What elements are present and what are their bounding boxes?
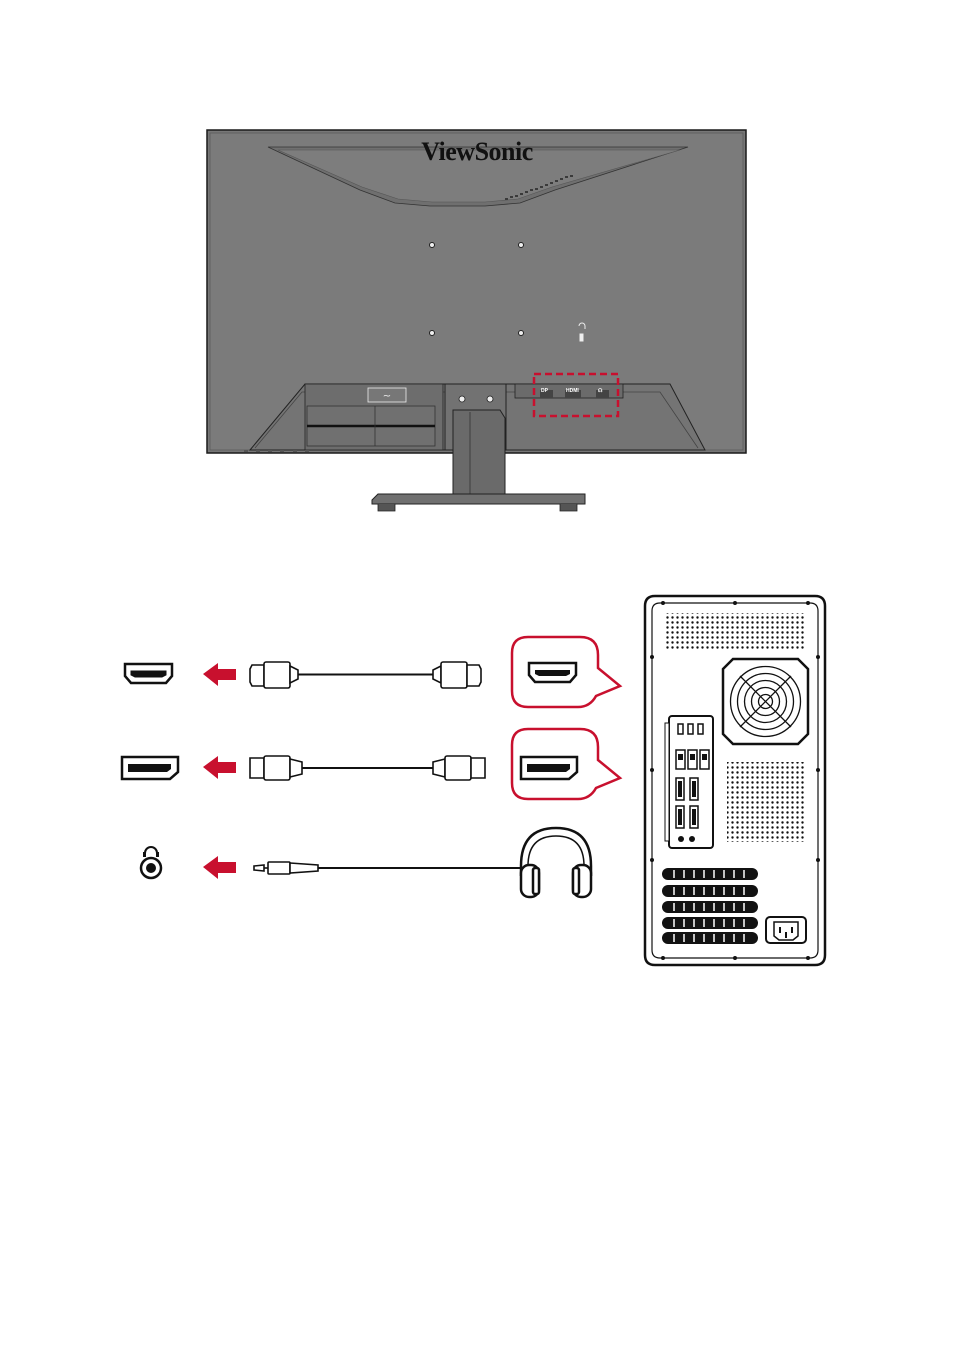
hdmi-cable-icon: [250, 662, 481, 688]
audio-connection: [141, 828, 591, 897]
hdmi-arrow: [203, 663, 236, 686]
monitor-brand-logo: ViewSonic: [380, 137, 574, 167]
fan-icon: [723, 659, 808, 744]
stand-neck: [453, 410, 505, 494]
headphone-jack-icon: [141, 847, 161, 878]
audio-cable-icon: [254, 862, 522, 874]
power-symbol-icon: ~: [383, 391, 391, 402]
monitor-back: ~: [207, 130, 746, 511]
io-panel: [665, 716, 713, 848]
displayport-arrow: [203, 756, 236, 779]
headphones-icon: [521, 828, 591, 897]
port-label-audio-out: ☊: [598, 388, 602, 394]
pc-tower: [645, 596, 825, 965]
top-vent: [665, 613, 806, 649]
audio-arrow: [203, 856, 236, 879]
expansion-slots: [662, 868, 758, 944]
side-vent: [727, 762, 804, 842]
hdmi-connection: [125, 637, 620, 707]
displayport-cable-icon: [250, 756, 485, 780]
displayport-connection: [122, 729, 620, 799]
power-socket-icon: [766, 917, 806, 943]
stand-base: [372, 494, 585, 504]
port-label-hdmi: HDMI: [566, 388, 579, 394]
port-label-dp: DP: [541, 388, 548, 394]
